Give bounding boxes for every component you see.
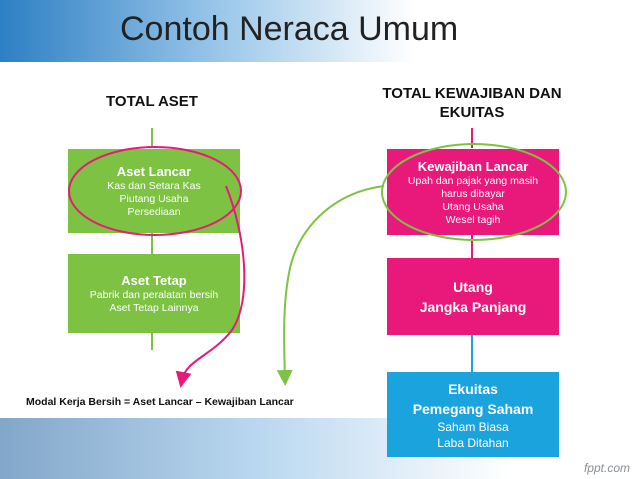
current-assets-box: Aset Lancar Kas dan Setara Kas Piutang U…: [68, 149, 240, 233]
equity-item: Saham Biasa: [437, 419, 509, 434]
header-band: [0, 0, 638, 62]
slide-title: Contoh Neraca Umum: [120, 10, 459, 48]
fixed-assets-item: Aset Tetap Lainnya: [109, 302, 199, 314]
longterm-debt-title-line1: Utang: [453, 278, 493, 295]
fixed-assets-box: Aset Tetap Pabrik dan peralatan bersih A…: [68, 254, 240, 333]
fixed-assets-title: Aset Tetap: [121, 273, 187, 288]
current-liabilities-item: Wesel tagih: [445, 213, 501, 226]
longterm-debt-title-line2: Jangka Panjang: [419, 298, 527, 315]
assets-heading: TOTAL ASET: [106, 93, 198, 110]
current-liabilities-title: Kewajiban Lancar: [417, 158, 529, 174]
brand-watermark: fppt.com: [583, 461, 630, 475]
current-liabilities-box: Kewajiban Lancar Upah dan pajak yang mas…: [387, 149, 559, 235]
longterm-debt-box: Utang Jangka Panjang: [387, 258, 559, 335]
liabilities-heading-line1: TOTAL KEWAJIBAN DAN: [382, 85, 562, 102]
current-assets-item: Persediaan: [127, 206, 181, 218]
current-assets-item: Kas dan Setara Kas: [107, 180, 201, 192]
equity-title-line2: Pemegang Saham: [412, 400, 534, 417]
liabilities-heading: TOTAL KEWAJIBAN DAN EKUITAS: [352, 84, 592, 122]
equity-box: Ekuitas Pemegang Saham Saham Biasa Laba …: [387, 372, 559, 457]
current-assets-title: Aset Lancar: [116, 164, 192, 179]
current-liabilities-item: harus dibayar: [441, 187, 505, 200]
current-assets-item: Piutang Usaha: [119, 193, 189, 205]
equity-title-line1: Ekuitas: [448, 380, 498, 397]
liabilities-heading-line2: EKUITAS: [439, 104, 505, 121]
equity-item: Laba Ditahan: [437, 435, 509, 450]
net-working-capital-formula: Modal Kerja Bersih = Aset Lancar – Kewaj…: [26, 396, 294, 408]
current-liabilities-item: Utang Usaha: [442, 200, 504, 213]
current-liabilities-item: Upah dan pajak yang masih: [407, 174, 539, 187]
fixed-assets-item: Pabrik dan peralatan bersih: [89, 289, 219, 301]
